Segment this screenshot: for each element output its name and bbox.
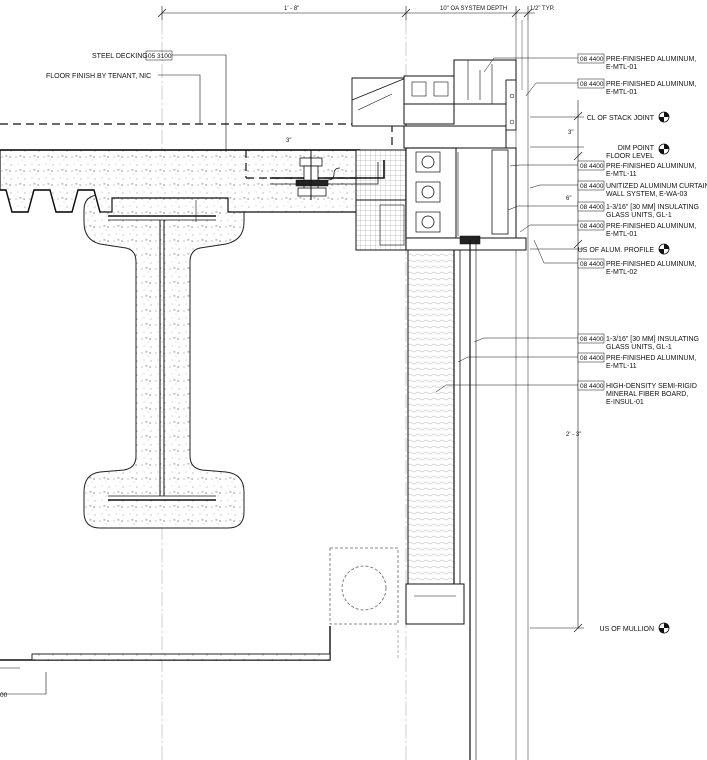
note-steel-decking: STEEL DECKING 05 3100 bbox=[92, 50, 227, 152]
note-steel-decking-code: 05 3100 bbox=[148, 53, 172, 60]
note-code: 08 4400 bbox=[580, 336, 604, 343]
section-markers bbox=[658, 111, 670, 634]
dim-top-left: 1' - 8" bbox=[284, 6, 299, 12]
top-dimensions: 1' - 8" 10" OA SYSTEM DEPTH 1/2" TYP. bbox=[157, 6, 555, 20]
note-floor-finish-text: FLOOR FINISH BY TENANT, NIC bbox=[46, 73, 151, 80]
note-code-box bbox=[577, 201, 605, 212]
note-text: PRE-FINISHED ALUMINUM, bbox=[606, 261, 696, 268]
dim-slab: 3" bbox=[286, 138, 291, 144]
note-text: HIGH-DENSITY SEMI-RIGID bbox=[606, 383, 697, 390]
note-text: UNITIZED ALUMINUM CURTAIN bbox=[606, 183, 707, 190]
note-code: 08 4400 bbox=[580, 204, 604, 211]
note-text: 1-3/16" [30 MM] INSULATING bbox=[606, 204, 699, 211]
note-code-box bbox=[577, 258, 605, 269]
note-code: 08 4400 bbox=[580, 163, 604, 170]
note-text: E-MTL-11 bbox=[606, 363, 637, 370]
vertical-dimensions bbox=[573, 100, 583, 633]
note-code-box bbox=[577, 220, 605, 231]
note-text: E-MTL-01 bbox=[606, 231, 637, 238]
note-steel-decking-text: STEEL DECKING bbox=[92, 53, 148, 60]
note-text: 1-3/16" [30 MM] INSULATING bbox=[606, 336, 699, 343]
note-text: PRE-FINISHED ALUMINUM, bbox=[606, 81, 696, 88]
note-text: E-MTL-01 bbox=[606, 64, 637, 71]
dim-vertical-mid: 6" bbox=[566, 196, 571, 202]
slab-edge-embed bbox=[270, 149, 407, 251]
note-text: US OF ALUM. PROFILE bbox=[578, 247, 655, 254]
note-code-box bbox=[577, 380, 605, 391]
dim-typ: 1/2" TYP. bbox=[530, 6, 555, 12]
stack-joint-frame bbox=[351, 59, 517, 149]
steel-i-beam bbox=[108, 200, 216, 501]
note-code: 08 4400 bbox=[580, 355, 604, 362]
note-text: GLASS UNITS, GL-1 bbox=[606, 212, 672, 219]
note-code: 08 4400 bbox=[580, 223, 604, 230]
right-note: US OF MULLION bbox=[530, 626, 654, 633]
reference-lines bbox=[161, 20, 407, 760]
note-text: US OF MULLION bbox=[600, 626, 654, 633]
note-text: PRE-FINISHED ALUMINUM, bbox=[606, 355, 696, 362]
note-text: DIM POINT bbox=[618, 145, 655, 152]
note-text: E-MTL-01 bbox=[606, 89, 637, 96]
note-code: 08 4400 bbox=[580, 81, 604, 88]
note-code-box bbox=[577, 333, 605, 344]
note-code: 08 4400 bbox=[580, 56, 604, 63]
note-floor-finish: FLOOR FINISH BY TENANT, NIC bbox=[46, 73, 201, 124]
note-text: E-INSUL-01 bbox=[606, 399, 644, 406]
note-code: 08 4400 bbox=[580, 261, 604, 268]
anchor-bolt-assembly bbox=[295, 150, 341, 200]
note-text: E-MTL-02 bbox=[606, 269, 637, 276]
note-text: FLOOR LEVEL bbox=[606, 153, 654, 160]
note-text: WALL SYSTEM, E-WA-03 bbox=[606, 191, 687, 198]
note-code-box bbox=[577, 160, 605, 171]
note-text: PRE-FINISHED ALUMINUM, bbox=[606, 163, 696, 170]
hidden-element bbox=[329, 547, 399, 625]
note-text: MINERAL FIBER BOARD, bbox=[606, 391, 688, 398]
dim-system-depth: 10" OA SYSTEM DEPTH bbox=[440, 6, 507, 12]
note-text: PRE-FINISHED ALUMINUM, bbox=[606, 56, 696, 63]
right-note: US OF ALUM. PROFILE bbox=[530, 247, 654, 254]
spandrel-mullion bbox=[405, 240, 477, 760]
note-code-box bbox=[577, 78, 605, 89]
note-code: 08 4400 bbox=[580, 383, 604, 390]
edge-fragment: 00 bbox=[0, 692, 8, 699]
note-text: GLASS UNITS, GL-1 bbox=[606, 344, 672, 351]
note-code-box bbox=[577, 352, 605, 363]
dim-vertical-a: 3" bbox=[568, 130, 573, 136]
shim-circles bbox=[415, 151, 441, 233]
note-code-box bbox=[577, 180, 605, 191]
dim-vertical-large: 2' - 3" bbox=[566, 432, 581, 438]
mineral-fiber-board bbox=[407, 249, 455, 619]
note-text: E-MTL-11 bbox=[606, 171, 637, 178]
right-note: CL OF STACK JOINT bbox=[530, 115, 655, 122]
note-code-box bbox=[577, 53, 605, 64]
note-code: 08 4400 bbox=[580, 183, 604, 190]
note-text: PRE-FINISHED ALUMINUM, bbox=[606, 223, 696, 230]
note-text: CL OF STACK JOINT bbox=[587, 115, 655, 122]
